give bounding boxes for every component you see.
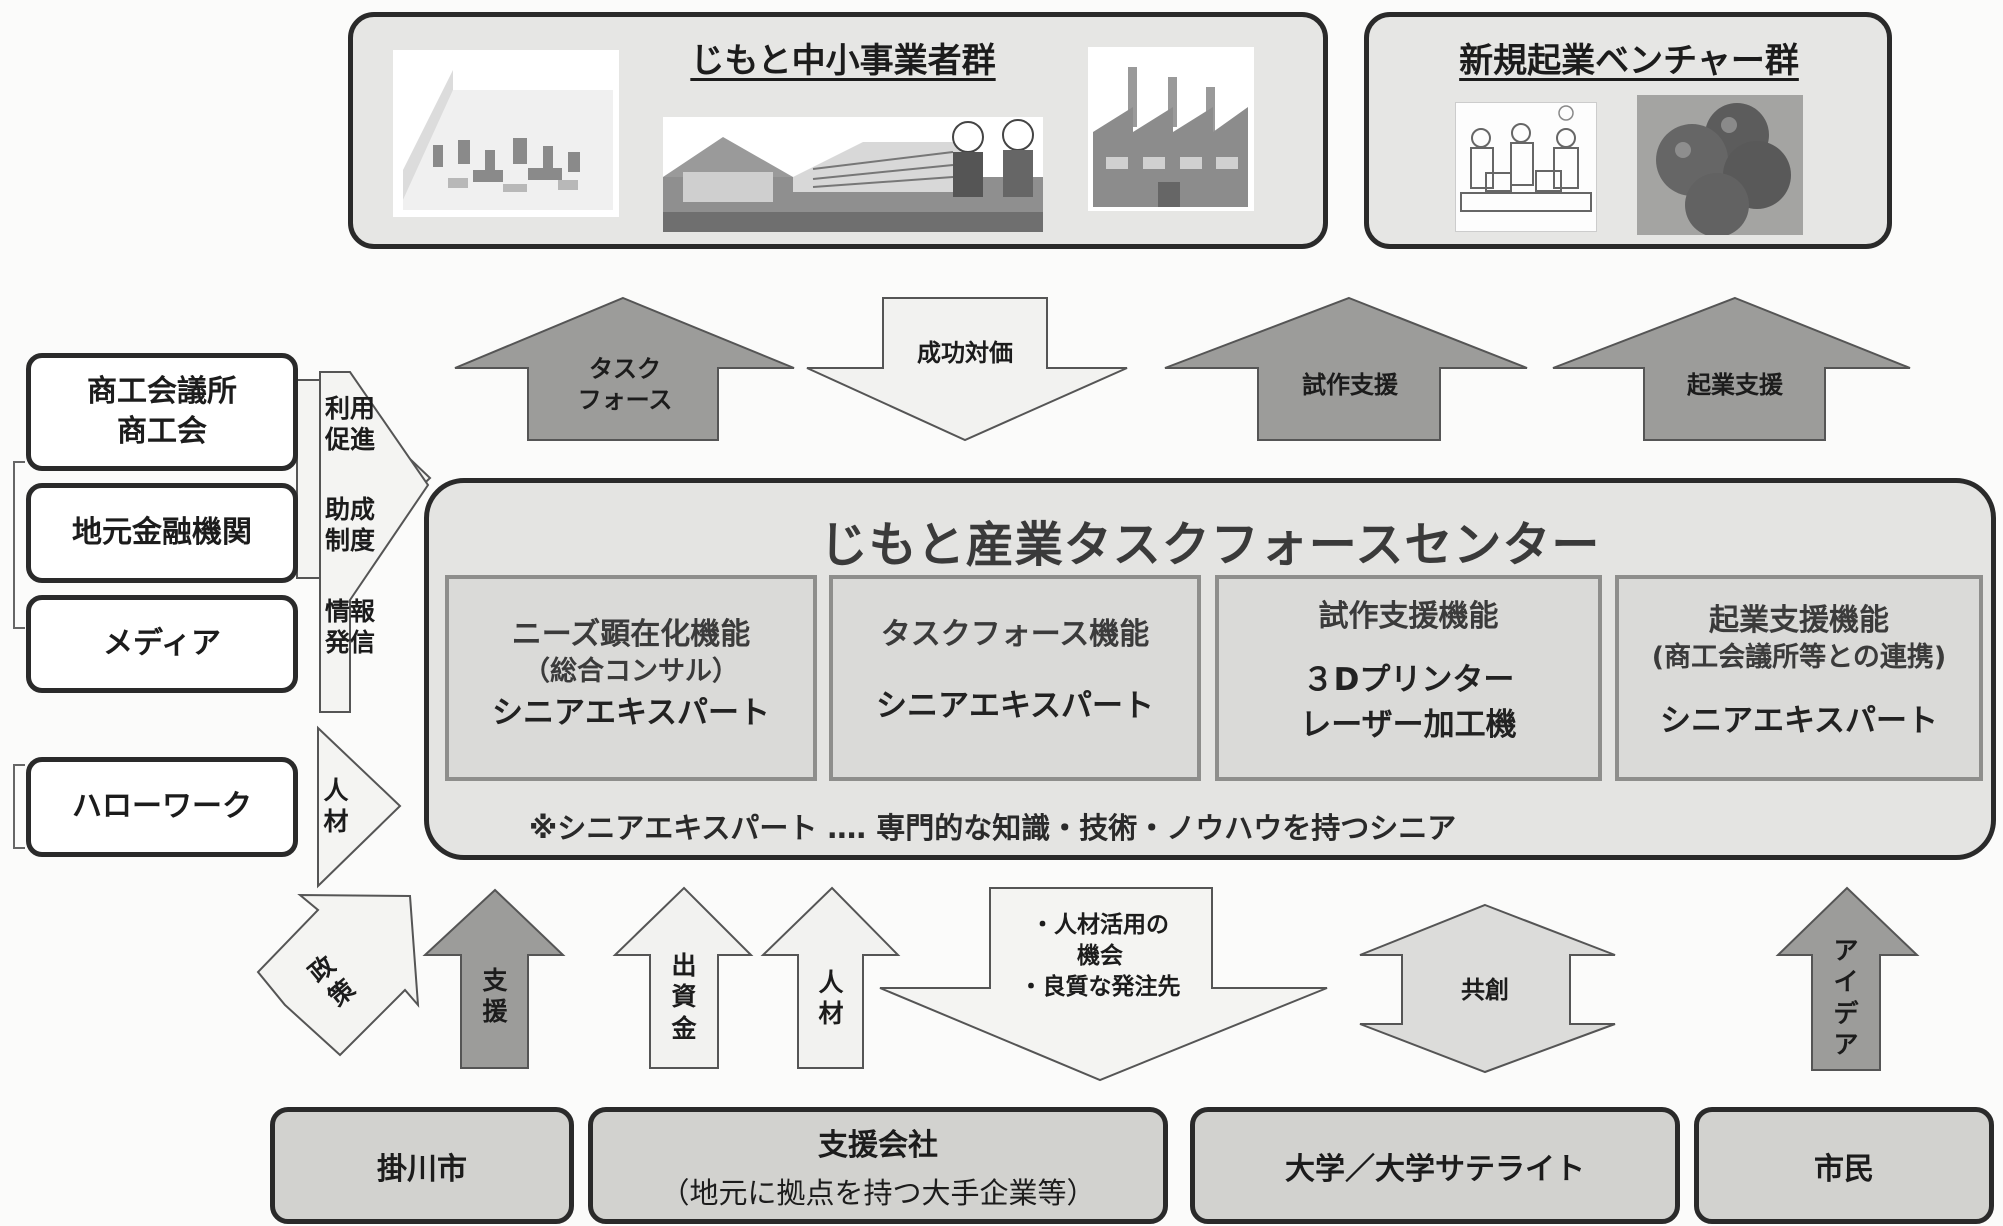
opportunity-down-arrow <box>879 887 1328 1082</box>
kakegawa-city-box: 掛川市 <box>270 1107 574 1224</box>
center-title: じもと産業タスクフォースセンター <box>819 517 1601 573</box>
tomato-image <box>1637 95 1803 235</box>
farm-image <box>663 117 1043 232</box>
cocreation-arrow-label: 共創 <box>1461 976 1509 1004</box>
arrow-label-use: 利用 促進 <box>324 394 375 455</box>
startup-support-arrow-label: 起業支援 <box>1687 371 1783 399</box>
university-box: 大学／大学サテライト <box>1190 1107 1680 1224</box>
function-needs: ニーズ顕在化機能 （総合コンサル） シニアエキスパート <box>445 575 817 781</box>
office-image <box>393 50 619 217</box>
opportunity-arrow-label: ・人材活用の 機会 ・良質な発注先 <box>1019 912 1181 1001</box>
investment-arrow-label: 出 資 金 <box>671 951 697 1043</box>
chamber-of-commerce-box: 商工会議所 商工会 <box>26 353 298 471</box>
hellowork-box: ハローワーク <box>26 757 298 857</box>
support-company-box: 支援会社 （地元に拠点を持つ大手企業等） <box>588 1107 1168 1224</box>
success-fee-arrow-label: 成功対価 <box>917 339 1013 367</box>
arrow-label-info: 情報 発信 <box>324 597 375 658</box>
support-up-arrow <box>422 888 566 1069</box>
idea-arrow-label: ア イ デ ア <box>1833 936 1859 1059</box>
taskforce-arrow-label: タスク フォース <box>577 355 673 415</box>
local-finance-box: 地元金融機関 <box>26 483 298 583</box>
hellowork-arrow <box>317 725 402 889</box>
new-venture-group-title: 新規起業ベンチャー群 <box>1459 41 1799 81</box>
left-support-arrow <box>319 371 430 713</box>
new-venture-group-box: 新規起業ベンチャー群 <box>1364 12 1892 249</box>
arrow-label-grant: 助成 制度 <box>324 495 375 556</box>
prototype-support-arrow-label: 試作支援 <box>1302 371 1398 399</box>
support-arrow-label: 支 援 <box>482 966 508 1027</box>
prototype-support-up-arrow <box>1164 296 1528 441</box>
cocreation-double-arrow <box>1359 903 1616 1074</box>
function-startup: 起業支援機能 (商工会議所等との連携) シニアエキスパート <box>1615 575 1983 781</box>
workplace-illustration <box>1455 102 1597 232</box>
arrow-label-talent: 人 材 <box>323 776 349 837</box>
function-taskforce: タスクフォース機能 シニアエキスパート <box>829 575 1201 781</box>
taskforce-center-box: じもと産業タスクフォースセンター ニーズ顕在化機能 （総合コンサル） シニアエキ… <box>424 478 1996 860</box>
hellowork-bracket <box>13 764 25 849</box>
factory-image <box>1088 47 1254 211</box>
investment-up-arrow <box>612 886 754 1069</box>
policy-arrow <box>256 893 420 1057</box>
senior-expert-note: ※シニアエキスパート ‥‥ 専門的な知識・技術・ノウハウを持つシニア <box>529 811 1457 845</box>
citizens-box: 市民 <box>1694 1107 1994 1224</box>
startup-support-up-arrow <box>1552 296 1911 441</box>
left-bracket <box>13 461 25 629</box>
function-prototype: 試作支援機能 ３Dプリンター レーザー加工機 <box>1215 575 1602 781</box>
taskforce-up-arrow <box>454 296 795 441</box>
success-fee-down-arrow <box>806 297 1128 442</box>
local-smb-group-title: じもと中小事業者群 <box>690 41 996 81</box>
local-smb-group-box: じもと中小事業者群 <box>348 12 1328 249</box>
media-box: メディア <box>26 595 298 693</box>
idea-up-arrow <box>1775 886 1920 1071</box>
talent-arrow-label: 人 材 <box>818 968 844 1029</box>
talent-up-arrow <box>760 886 901 1069</box>
